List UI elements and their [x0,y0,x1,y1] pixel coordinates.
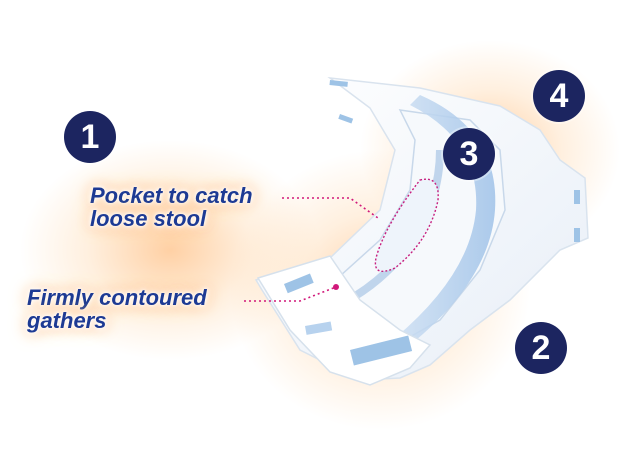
badge-3: 3 [443,128,495,180]
gathers-callout: Firmly contoured gathers [27,286,207,332]
gathers-callout-line-2: gathers [27,308,107,333]
gathers-leader-dot [333,284,339,290]
tab-strip-top-2 [338,114,354,124]
gathers-leader-line [244,286,337,302]
pocket-callout-line-1: Pocket to catch [90,183,253,208]
badge-1: 1 [64,111,116,163]
tape-1 [283,273,314,294]
tab-strip-top-1 [329,80,348,87]
tape-3 [350,335,413,366]
badge-4: 4 [533,70,585,122]
pocket-callout-line-2: loose stool [90,206,207,231]
tab-strip-right-2 [574,228,580,242]
pocket-leader-line [282,197,379,219]
badge-2: 2 [515,322,567,374]
stool-pocket [374,178,439,272]
tape-2 [304,321,333,335]
gathers-callout-line-1: Firmly contoured [27,285,207,310]
pocket-callout: Pocket to catch loose stool [90,184,253,230]
tab-strip-right-1 [574,190,580,204]
